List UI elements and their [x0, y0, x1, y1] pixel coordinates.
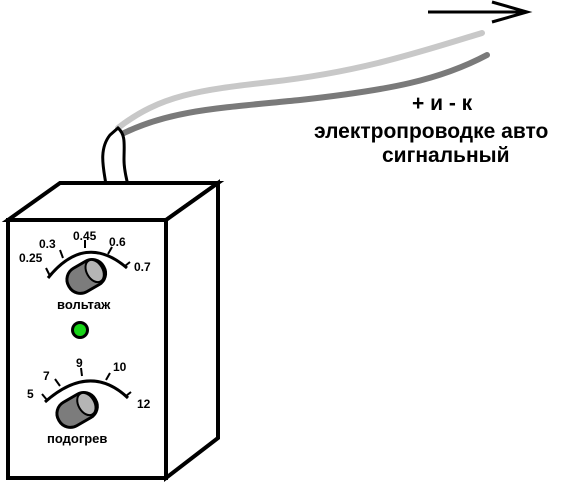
- voltage-tick-label: 0.45: [73, 229, 97, 243]
- note-line-3: сигнальный: [382, 144, 509, 167]
- heat-dial[interactable]: 5 7 9 10 12 подогрев: [27, 356, 151, 446]
- wire-dark: [119, 52, 490, 137]
- box-side: [164, 179, 220, 483]
- voltage-label: вольтаж: [57, 297, 111, 312]
- indicator-led: [71, 321, 89, 339]
- heat-label: подогрев: [47, 431, 107, 446]
- heat-dial-arc: [44, 379, 130, 404]
- heat-knob: [55, 391, 99, 429]
- note-line-1: + и - к: [412, 92, 473, 115]
- voltage-tick-label: 0.25: [19, 251, 43, 265]
- heat-tick-label: 10: [113, 360, 127, 374]
- voltage-tick-label: 0.6: [109, 235, 126, 249]
- heat-tick-label: 9: [76, 356, 83, 370]
- note-line-2: электропроводке авто: [314, 120, 548, 143]
- voltage-dial-arc: [46, 250, 128, 279]
- voltage-tick-label: 0.3: [39, 237, 56, 251]
- heat-tick-label: 5: [27, 387, 34, 401]
- direction-arrow: [428, 0, 533, 24]
- control-box: [1, 179, 225, 483]
- wire-light: [115, 30, 485, 131]
- connection-note: + и - к электропроводке авто сигнальный: [314, 92, 548, 167]
- voltage-tick-label: 0.7: [134, 260, 151, 274]
- wires: [115, 30, 490, 137]
- voltage-knob: [65, 258, 108, 295]
- heat-tick-label: 7: [43, 369, 50, 383]
- heat-tick-label: 12: [137, 397, 151, 411]
- voltage-dial[interactable]: 0.25 0.3 0.45 0.6 0.7 вольтаж: [19, 229, 151, 312]
